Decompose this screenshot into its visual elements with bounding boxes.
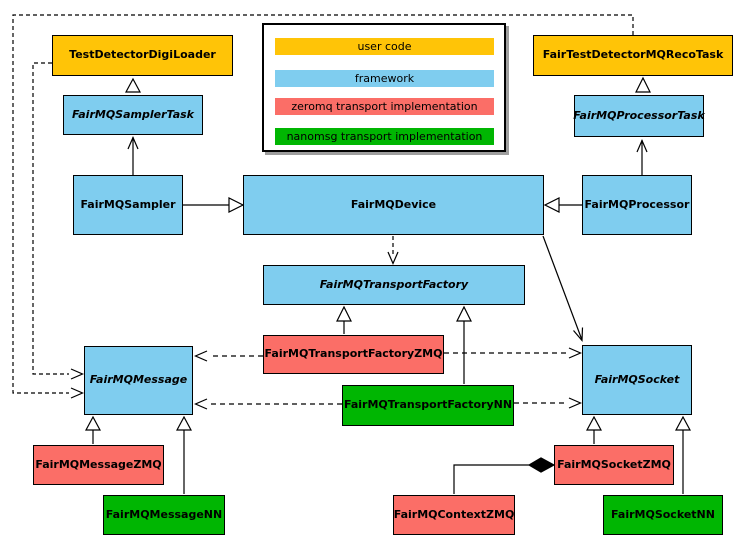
class-box-fair-test-detector-mq-reco-task: FairTestDetectorMQRecoTask — [533, 35, 733, 76]
class-box-fair-mq-processor-task: FairMQProcessorTask — [573, 95, 705, 137]
class-label: FairTestDetectorMQRecoTask — [542, 48, 724, 62]
class-box-fair-mq-processor: FairMQProcessor — [582, 175, 692, 235]
legend-label: user code — [357, 40, 412, 53]
class-label: FairMQTransportFactory — [319, 277, 469, 291]
edge-factoryzmq-to-message — [193, 350, 263, 362]
class-box-fair-mq-socket-zmq: FairMQSocketZMQ — [554, 445, 674, 485]
edge-sampler-to-device — [183, 197, 245, 213]
class-label: FairMQProcessorTask — [573, 108, 705, 122]
edge-factoryzmq-to-socket — [444, 347, 583, 359]
edge-processor-to-device — [543, 197, 582, 213]
legend-label: nanomsg transport implementation — [286, 130, 483, 143]
class-label: FairMQMessageZMQ — [35, 457, 162, 471]
class-box-fair-mq-message-zmq: FairMQMessageZMQ — [33, 445, 164, 485]
edge-messagenn-to-message — [175, 415, 193, 494]
class-box-test-detector-digi-loader: TestDetectorDigiLoader — [52, 35, 233, 76]
legend-item-zeromq: zeromq transport implementation — [275, 98, 494, 115]
edge-device-to-socket — [542, 235, 584, 343]
class-box-fair-mq-transport-factory-zmq: FairMQTransportFactoryZMQ — [263, 335, 444, 374]
legend-item-user-code: user code — [275, 38, 494, 55]
edge-factorynn-to-socket — [514, 397, 583, 409]
class-label: FairMQSamplerTask — [72, 107, 194, 121]
edge-socketzmq-to-socket — [585, 415, 603, 444]
class-box-fair-mq-socket: FairMQSocket — [582, 345, 692, 415]
class-box-fair-mq-context-zmq: FairMQContextZMQ — [393, 495, 515, 535]
class-box-fair-mq-message: FairMQMessage — [84, 346, 193, 415]
edge-factorynn-to-factory — [456, 305, 472, 384]
class-box-fair-mq-socket-nn: FairMQSocketNN — [603, 495, 723, 535]
edge-contextzmq-to-socketzmq — [453, 457, 556, 494]
edge-digiloader-to-message — [32, 62, 85, 380]
edge-factoryzmq-to-factory — [336, 305, 352, 334]
edge-processor-to-processortask — [636, 138, 648, 175]
legend-item-framework: framework — [275, 70, 494, 87]
class-box-fair-mq-sampler-task: FairMQSamplerTask — [63, 95, 203, 135]
class-box-fair-mq-device: FairMQDevice — [243, 175, 544, 235]
class-label: TestDetectorDigiLoader — [69, 48, 216, 62]
class-label: FairMQContextZMQ — [393, 507, 515, 521]
edge-sampler-to-samplertask — [127, 135, 139, 175]
edge-messagezmq-to-message — [84, 415, 102, 444]
class-label: FairMQSocketNN — [611, 507, 715, 521]
edge-recotask-to-message — [12, 14, 634, 399]
class-label: FairMQTransportFactoryZMQ — [264, 347, 443, 361]
edge-processortask-to-recotask — [635, 76, 651, 93]
class-label: FairMQSocket — [594, 372, 680, 386]
edge-factorynn-to-message — [193, 398, 342, 410]
class-label: FairMQSampler — [80, 197, 176, 211]
class-label: FairMQTransportFactoryNN — [343, 398, 513, 412]
legend-item-nanomsg: nanomsg transport implementation — [275, 128, 494, 145]
class-label: FairMQSocketZMQ — [557, 457, 671, 471]
legend-label: framework — [354, 72, 415, 85]
class-label: FairMQMessageNN — [105, 507, 223, 521]
class-box-fair-mq-sampler: FairMQSampler — [73, 175, 183, 235]
legend-label: zeromq transport implementation — [291, 100, 478, 113]
class-label: FairMQMessage — [89, 373, 188, 387]
legend: user code framework zeromq transport imp… — [262, 23, 506, 152]
edge-device-to-factory — [387, 236, 399, 266]
class-label: FairMQProcessor — [584, 197, 690, 211]
edge-socketnn-to-socket — [674, 415, 692, 494]
class-label: FairMQDevice — [350, 197, 437, 211]
edge-samplertask-to-digiloader — [124, 77, 142, 93]
class-box-fair-mq-transport-factory-nn: FairMQTransportFactoryNN — [342, 385, 514, 426]
class-box-fair-mq-message-nn: FairMQMessageNN — [103, 495, 225, 535]
class-box-fair-mq-transport-factory: FairMQTransportFactory — [263, 265, 525, 305]
